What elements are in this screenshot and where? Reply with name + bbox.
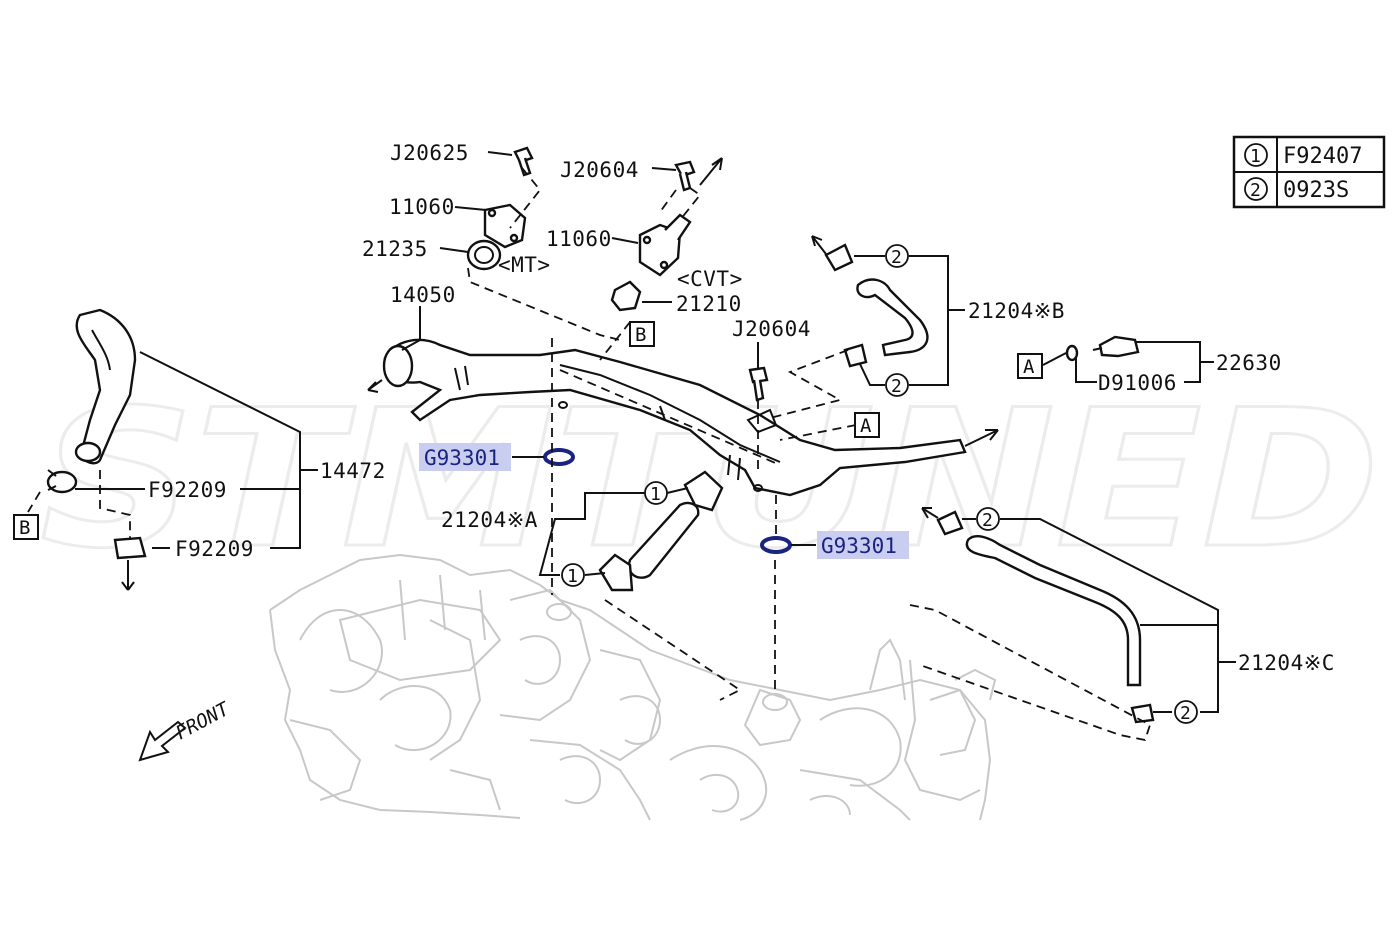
leader-lines xyxy=(75,151,1236,713)
svg-text:2: 2 xyxy=(1180,703,1191,724)
front-arrow: FRONT xyxy=(138,697,234,762)
svg-text:B: B xyxy=(635,324,646,346)
front-label: FRONT xyxy=(172,697,234,744)
svg-text:2: 2 xyxy=(891,247,902,268)
label-21210: 21210 xyxy=(676,292,742,316)
svg-text:B: B xyxy=(19,517,30,539)
hose-21204-c xyxy=(921,507,1155,724)
coolant-pipe-14050 xyxy=(382,338,967,497)
hose-21204-a xyxy=(598,470,724,592)
part-labels: J20625 J20604 11060 11060 21235 <MT> <CV… xyxy=(148,141,1335,675)
label-22630: 22630 xyxy=(1216,351,1282,375)
thermostat-cover-mt xyxy=(466,203,527,271)
label-14472: 14472 xyxy=(320,459,386,483)
label-11060-left: 11060 xyxy=(389,195,455,219)
callout-2-b-top: 2 xyxy=(885,244,909,268)
label-21235: 21235 xyxy=(362,237,428,261)
radiator-hose-14472 xyxy=(46,308,147,591)
label-21204-c: 21204※C xyxy=(1238,651,1335,675)
callout-2-c-bottom: 2 xyxy=(1174,700,1198,724)
legend-row-1: 1 F92407 xyxy=(1244,143,1362,169)
ref-box-a-center: A xyxy=(854,412,880,438)
svg-text:1: 1 xyxy=(1250,146,1261,167)
label-cvt: <CVT> xyxy=(677,267,743,291)
svg-text:2: 2 xyxy=(982,510,993,531)
svg-text:G93301: G93301 xyxy=(424,446,500,470)
legend-part-1: F92407 xyxy=(1283,144,1362,169)
svg-text:2: 2 xyxy=(1250,180,1261,201)
label-11060-right: 11060 xyxy=(546,227,612,251)
callout-2-c-top: 2 xyxy=(976,507,1000,531)
label-14050: 14050 xyxy=(390,283,456,307)
o-ring-g93301-right xyxy=(760,536,792,554)
ref-box-a-right: A xyxy=(1017,353,1043,379)
svg-text:2: 2 xyxy=(891,376,902,397)
temp-sensor-22630 xyxy=(1065,335,1140,362)
thermostat-cover-cvt xyxy=(610,213,692,312)
o-ring-g93301-left xyxy=(543,448,575,466)
legend-table: 1 F92407 2 0923S xyxy=(1232,135,1386,209)
label-f92209-bottom: F92209 xyxy=(175,537,254,561)
label-d91006: D91006 xyxy=(1098,371,1177,395)
legend-part-2: 0923S xyxy=(1283,178,1349,203)
label-f92209-top: F92209 xyxy=(148,478,227,502)
label-21204-b: 21204※B xyxy=(968,299,1065,323)
highlight-g93301-right: G93301 xyxy=(817,531,909,559)
svg-text:A: A xyxy=(860,415,872,437)
engine-block-outline xyxy=(269,553,997,821)
hose-21204-b xyxy=(811,235,929,368)
svg-text:1: 1 xyxy=(567,566,578,587)
callout-1-upper: 1 xyxy=(644,481,668,505)
svg-text:1: 1 xyxy=(650,484,661,505)
svg-text:G93301: G93301 xyxy=(821,534,897,558)
bolt-j20604-top xyxy=(674,160,696,192)
svg-text:A: A xyxy=(1023,356,1035,378)
assembly-dash-lines xyxy=(27,167,1152,742)
highlight-g93301-left: G93301 xyxy=(419,443,511,471)
callout-2-b-bottom: 2 xyxy=(885,373,909,397)
label-mt: <MT> xyxy=(498,253,551,277)
label-j20604-top: J20604 xyxy=(560,158,639,182)
ref-box-b-center: B xyxy=(629,321,655,347)
ref-box-b-left: B xyxy=(13,514,39,540)
bolt-j20604-mid xyxy=(748,366,769,402)
label-j20625: J20625 xyxy=(390,141,469,165)
label-21204-a: 21204※A xyxy=(441,508,538,532)
label-j20604-mid: J20604 xyxy=(732,317,811,341)
legend-row-2: 2 0923S xyxy=(1244,177,1349,203)
callout-1-lower: 1 xyxy=(561,563,585,587)
